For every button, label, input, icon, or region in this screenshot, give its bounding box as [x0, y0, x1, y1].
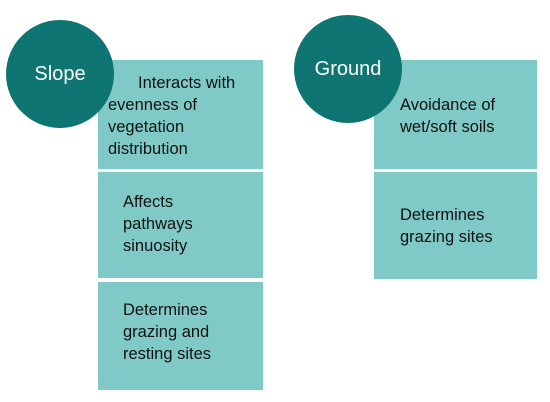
- ground-title: Ground: [314, 57, 382, 80]
- slope-item-box: Determines grazing and resting sites: [98, 282, 263, 390]
- ground-title-circle: Ground: [294, 15, 402, 123]
- slope-item-text: Interacts with evenness of vegetation di…: [108, 74, 236, 158]
- ground-item-text: Avoidance of wet/soft soils: [400, 96, 496, 136]
- ground-item-box: Determines grazing sites: [374, 172, 537, 279]
- slope-title: Slope: [34, 62, 86, 85]
- slope-item-text: Determines grazing and resting sites: [123, 301, 212, 363]
- slope-item-box: Interacts with evenness of vegetation di…: [98, 60, 263, 169]
- slope-item-box: Affects pathways sinuosity: [98, 172, 263, 278]
- slope-item-text: Affects pathways sinuosity: [123, 193, 193, 255]
- slope-title-circle: Slope: [6, 20, 114, 128]
- ground-item-text: Determines grazing sites: [400, 206, 493, 246]
